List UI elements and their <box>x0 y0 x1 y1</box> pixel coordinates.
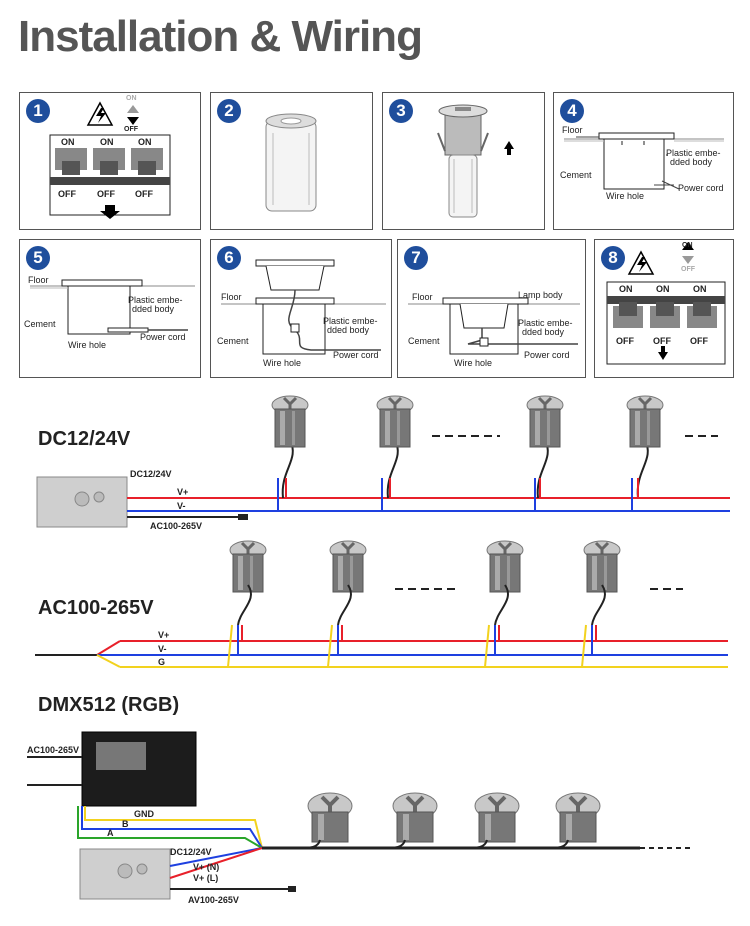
switch-1-off: OFF <box>58 189 76 199</box>
lamp-body-label: Lamp body <box>518 290 563 300</box>
dc-heading: DC12/24V <box>38 428 131 450</box>
top-off-label: OFF <box>124 126 138 133</box>
ac-vminus-label: V- <box>158 644 167 654</box>
power-cord-label: Power cord <box>524 350 570 360</box>
dmx-heading: DMX512 (RGB) <box>38 694 180 716</box>
dmx-ac-input-label: AC100-265V <box>27 745 80 755</box>
switch-2-on: ON <box>656 284 670 294</box>
step-3-panel: 3 <box>382 92 545 230</box>
ac-ground-label: G <box>158 657 166 667</box>
floor-label: Floor <box>412 292 433 302</box>
step-4-panel: 4 Floor Cement Plastic embe- dded body W… <box>553 92 734 230</box>
step-number: 8 <box>601 246 625 270</box>
plastic-body-label-1: Plastic embe- <box>666 148 721 158</box>
wire-hole-label: Wire hole <box>606 191 645 201</box>
plastic-body-label-2: dded body <box>522 327 565 337</box>
dmx-a-label: A <box>107 828 114 838</box>
ac-vplus-label: V+ <box>158 630 170 640</box>
dc-psu-label: DC12/24V <box>130 469 172 479</box>
breaker-switch-illustration <box>606 242 726 365</box>
switch-1-on: ON <box>61 137 75 147</box>
embedded-body-illustration <box>265 113 317 212</box>
switch-3-off: OFF <box>135 189 153 199</box>
step-7-panel: 7 Floor Lamp body Cement Plastic embe- d… <box>397 239 586 378</box>
wire-hole-label: Wire hole <box>454 358 493 368</box>
insert-body-illustration <box>437 104 514 218</box>
wire-hole-label: Wire hole <box>263 358 302 368</box>
plastic-body-label-1: Plastic embe- <box>518 318 573 328</box>
step-number: 2 <box>217 99 241 123</box>
power-cord-label: Power cord <box>140 332 186 342</box>
dmx-ac-input2-label: AV100-265V <box>188 895 239 905</box>
floor-label: Floor <box>562 125 583 135</box>
switch-1-on: ON <box>619 284 633 294</box>
step-2-panel: 2 <box>210 92 373 230</box>
top-on-label: ON <box>126 95 137 102</box>
step-1-panel: 1 ON OFF ON ON ON OFF OFF OFF <box>19 92 201 230</box>
switch-2-on: ON <box>100 137 114 147</box>
plastic-body-label-2: dded body <box>327 325 370 335</box>
step-number: 6 <box>217 246 241 270</box>
lamp-connection-illustration <box>221 259 386 355</box>
page-title: Installation & Wiring <box>18 12 423 61</box>
cement-label: Cement <box>217 336 249 346</box>
dmx-vplus-n-label: V+ (N) <box>193 862 220 872</box>
switch-3-on: ON <box>138 137 152 147</box>
power-cord-label: Power cord <box>333 350 379 360</box>
dmx-gnd-label: GND <box>134 809 154 819</box>
dmx-b-label: B <box>122 819 129 829</box>
plastic-body-label-2: dded body <box>670 157 713 167</box>
plastic-body-label-1: Plastic embe- <box>128 295 183 305</box>
step-5-panel: 5 Floor Cement Plastic embe- dded body P… <box>19 239 201 378</box>
dc-vplus-label: V+ <box>177 487 189 497</box>
step-number: 4 <box>560 99 584 123</box>
dc-ac-input-label: AC100-265V <box>150 521 203 531</box>
plastic-body-label-1: Plastic embe- <box>323 316 378 326</box>
switch-3-on: ON <box>693 284 707 294</box>
switch-2-off: OFF <box>97 189 115 199</box>
step-number: 3 <box>389 99 413 123</box>
step-number: 1 <box>26 99 50 123</box>
floor-cord-illustration <box>30 279 195 335</box>
dmx-vplus-l-label: V+ (L) <box>193 873 219 883</box>
step-8-panel: 8 ON OFF ON ON ON OFF OFF OFF <box>594 239 734 378</box>
step-6-panel: 6 Floor Cement Plastic embe- dded body P… <box>210 239 392 378</box>
top-off-label: OFF <box>681 266 695 273</box>
plastic-body-label-2: dded body <box>132 304 175 314</box>
top-on-label: ON <box>682 242 693 249</box>
cement-label: Cement <box>408 336 440 346</box>
power-cord-label: Power cord <box>678 183 724 193</box>
floor-label: Floor <box>221 292 242 302</box>
switch-3-off: OFF <box>690 336 708 346</box>
breaker-switch-illustration <box>49 101 171 219</box>
floor-label: Floor <box>28 275 49 285</box>
cement-label: Cement <box>560 170 592 180</box>
switch-2-off: OFF <box>653 336 671 346</box>
step-number: 5 <box>26 246 50 270</box>
cement-label: Cement <box>24 319 56 329</box>
wire-hole-label: Wire hole <box>68 340 107 350</box>
step-number: 7 <box>404 246 428 270</box>
lamp-installed-illustration <box>408 297 580 355</box>
ac-heading: AC100-265V <box>38 597 154 619</box>
dmx-psu-label: DC12/24V <box>170 847 212 857</box>
floor-section-illustration <box>564 132 724 190</box>
switch-1-off: OFF <box>616 336 634 346</box>
dc-vminus-label: V- <box>177 501 186 511</box>
